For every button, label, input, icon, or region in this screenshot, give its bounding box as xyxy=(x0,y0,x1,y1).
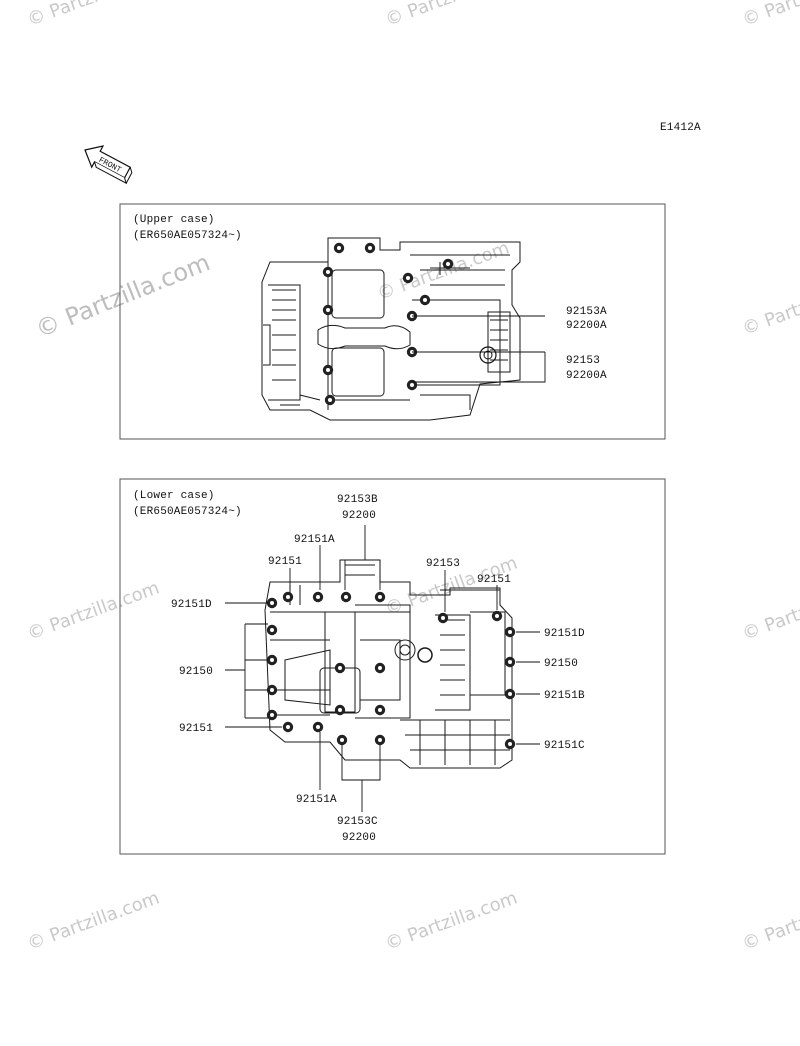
upper-case-serial: (ER650AE057324~) xyxy=(133,230,242,242)
watermark: © Partzilla.com xyxy=(25,887,163,954)
upper-callout-sub: 92200A xyxy=(566,370,607,382)
upper-bolts xyxy=(322,242,497,406)
lower-top-callout-sub: 92200 xyxy=(342,510,376,522)
watermark: © Partzilla.com xyxy=(740,887,800,954)
upper-case-title: (Upper case) xyxy=(133,214,215,226)
watermark: © Partzilla.com xyxy=(740,0,800,31)
lower-right-callout: 92151C xyxy=(544,740,585,752)
lower-top-callout-part: 92151 xyxy=(477,574,511,586)
lower-crankcase-drawing xyxy=(264,559,513,769)
lower-right-callout: 92151B xyxy=(544,690,585,702)
lower-right-callout: 92150 xyxy=(544,658,578,670)
front-arrow-icon: FRONT xyxy=(84,145,133,185)
diagram-code: E1412A xyxy=(660,122,701,134)
lower-case-serial: (ER650AE057324~) xyxy=(133,506,242,518)
watermark: © Partzilla.com xyxy=(375,237,513,304)
lower-right-callout: 92151D xyxy=(544,628,585,640)
lower-bottom-callout-part: 92153C xyxy=(337,816,378,828)
upper-crankcase-drawing xyxy=(261,237,521,421)
watermark: © Partzilla.com xyxy=(25,0,163,31)
watermark: © Partzilla.com xyxy=(740,577,800,644)
lower-left-callout: 92150 xyxy=(179,666,213,678)
lower-bottom-callout-part: 92151A xyxy=(296,794,337,806)
watermark: © Partzilla.com xyxy=(383,0,521,31)
watermarks: © Partzilla.com © Partzilla.com © Partzi… xyxy=(25,0,800,955)
watermark: © Partzilla.com xyxy=(383,887,521,954)
lower-left-callout: 92151D xyxy=(171,599,212,611)
upper-callout-sub: 92200A xyxy=(566,320,607,332)
lower-top-callout-part: 92151A xyxy=(294,534,335,546)
lower-top-callout-part: 92153B xyxy=(337,494,378,506)
watermark: © Partzilla.com xyxy=(740,272,800,339)
lower-bottom-callout-sub: 92200 xyxy=(342,832,376,844)
lower-top-callout-part: 92151 xyxy=(268,556,302,568)
upper-case-panel: (Upper case) (ER650AE057324~) xyxy=(119,203,666,440)
lower-case-title: (Lower case) xyxy=(133,490,215,502)
lower-left-callout: 92151 xyxy=(179,723,213,735)
upper-callout-part: 92153 xyxy=(566,355,600,367)
lower-case-panel: (Lower case) (ER650AE057324~) xyxy=(119,478,666,855)
lower-top-callout-part: 92153 xyxy=(426,558,460,570)
upper-callout-part: 92153A xyxy=(566,306,607,318)
lower-leader-lines xyxy=(225,525,540,812)
watermark: © Partzilla.com xyxy=(32,248,214,343)
upper-leader-lines xyxy=(412,315,546,383)
watermark: © Partzilla.com xyxy=(25,577,163,644)
